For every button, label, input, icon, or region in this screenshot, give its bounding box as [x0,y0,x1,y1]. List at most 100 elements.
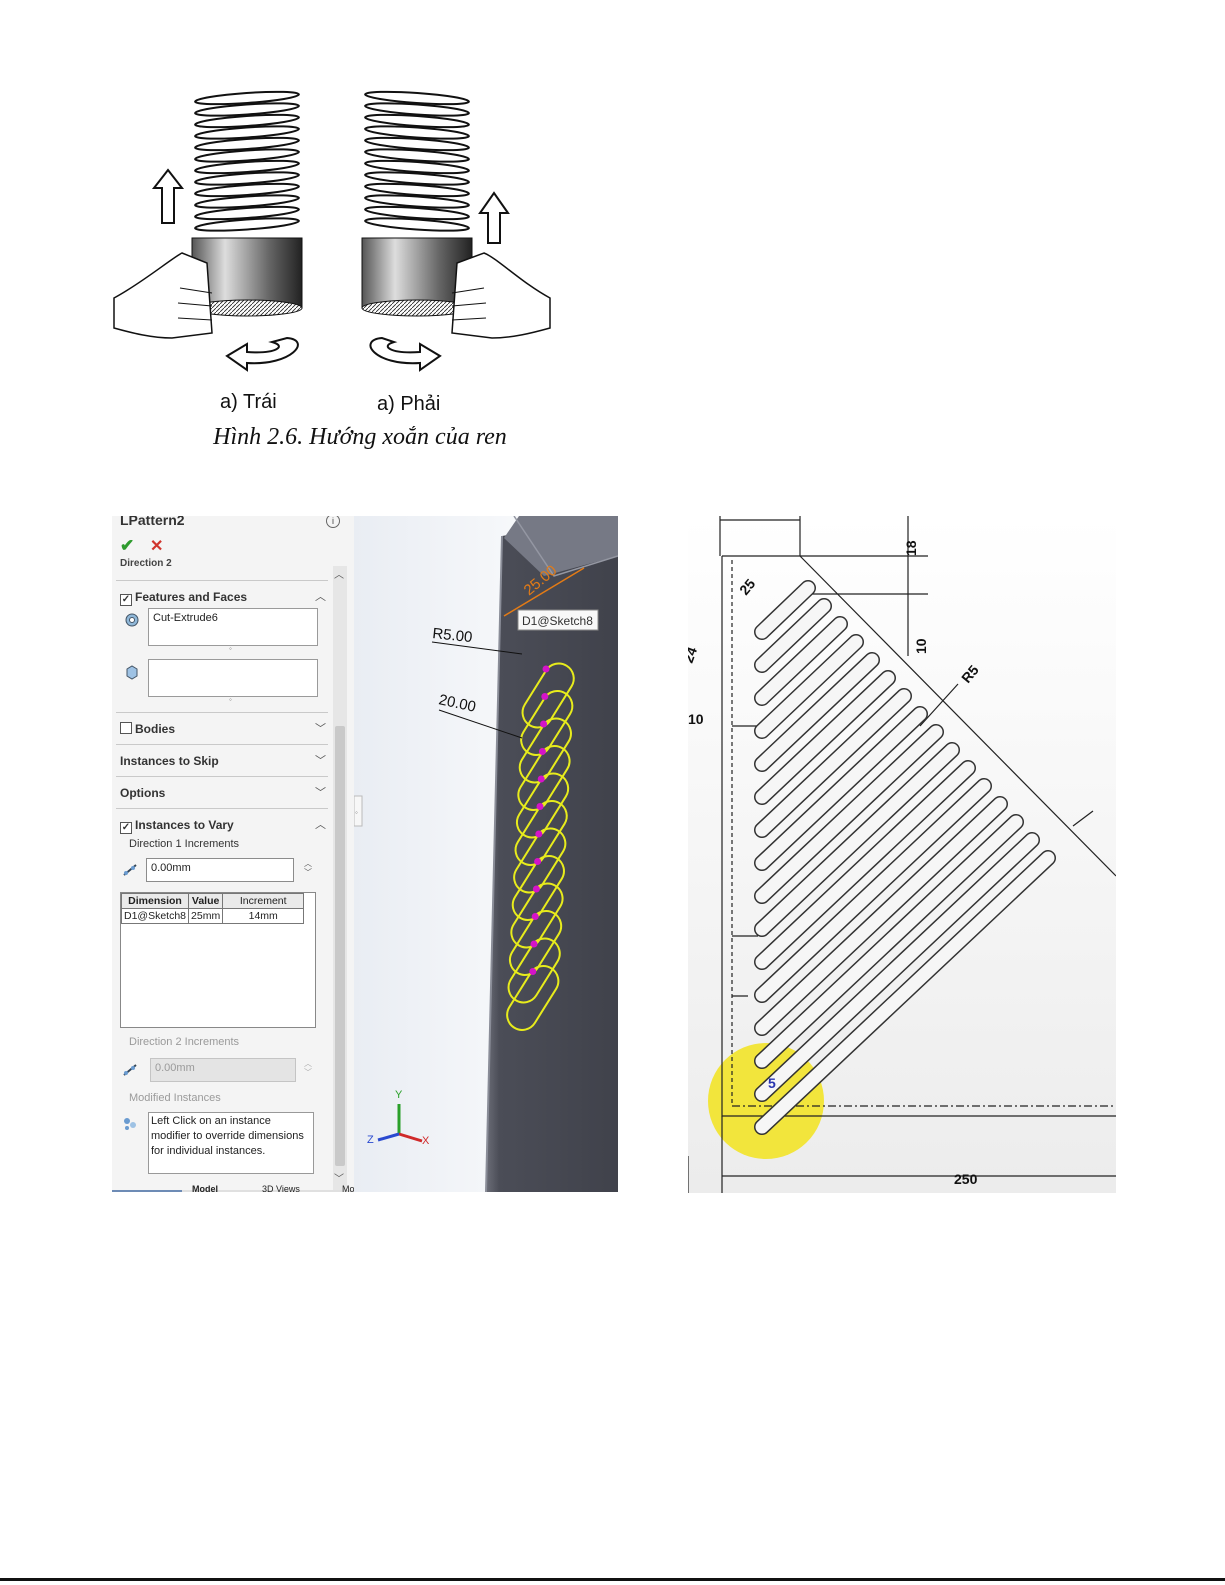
slot-instance [515,772,570,839]
slot-instance [520,690,574,756]
thread-crest [364,125,470,140]
vary-checkbox[interactable]: ✓ [120,822,132,834]
chevron-up-icon[interactable]: ︿ [315,591,326,603]
instance-marker [532,885,540,893]
tab-motion-study[interactable]: Motion Study 1 [342,1184,355,1192]
slot-instance [514,800,568,866]
table-header[interactable]: Dimension [120,893,190,909]
up-arrow-icon [151,168,185,224]
list-item[interactable]: Cut-Extrude6 [153,612,218,624]
thread-crest [194,171,300,186]
increments-table: Dimension Value Increment D1@Sketch8 25m… [120,893,305,924]
scroll-down-icon[interactable]: ﹀ [334,1174,344,1185]
dimension-tag[interactable] [517,609,599,631]
instance-marker [534,858,542,865]
slot-instance [517,745,571,811]
features-list[interactable]: Cut-Extrude6 [148,608,318,646]
tab-3d-views[interactable]: 3D Views [262,1184,300,1192]
bodies-label: Bodies [135,722,176,736]
dim-18-label: 18 [903,540,919,556]
tab-model[interactable]: Model [192,1184,218,1192]
resize-handle[interactable]: ◦ [229,644,232,653]
up-arrow-icon [478,191,510,244]
chevron-down-icon[interactable]: ﹀ [315,723,326,735]
features-checkbox[interactable]: ✓ [120,594,132,606]
scroll-up-icon[interactable]: ︿ [334,570,344,581]
info-icon[interactable]: i [326,516,340,528]
thread-crest [194,194,300,209]
thread-crest [194,182,300,198]
thread-crest [194,113,300,129]
instance-markers [529,665,550,975]
resize-handle[interactable]: ◦ [229,695,232,704]
section-options[interactable]: Options ﹀ [116,776,328,808]
figure-caption: Hình 2.6. Hướng xoắn của ren [213,424,507,450]
direction-header: Direction 2 [120,558,172,569]
section-bodies[interactable]: Bodies ﹀ [116,712,328,744]
instance-marker [529,968,537,975]
section-instances-to-vary[interactable]: ✓Instances to Vary ︿ [116,808,328,840]
table-header[interactable]: Value [188,893,224,909]
modified-instances-hint: Left Click on an instance modifier to ov… [148,1112,314,1174]
thread-crest [194,90,300,106]
instance-marker [541,693,549,700]
clockwise-arrow-icon [369,336,442,372]
3d-viewport[interactable]: ◦ 25.00 R5.00 20.00 D1@Sketch8 Y X Z [354,516,618,1192]
thread-crest [194,125,300,140]
chevron-down-icon[interactable]: ﹀ [315,755,326,767]
thread-crest [364,182,470,198]
property-manager-panel: LPattern2 i ✔ ✕ Direction 2 ✓Features an… [112,516,355,1192]
tab-active-strip[interactable] [112,1190,182,1192]
dim-r5-label[interactable]: R5.00 [432,625,474,646]
instance-marker [536,803,544,810]
svg-text:◦: ◦ [355,808,358,817]
features-label: Features and Faces [135,590,248,604]
feature-icon [125,613,139,627]
bodies-checkbox[interactable] [120,722,132,734]
slot-outlines [754,580,1056,1135]
direction2-increments-label: Direction 2 Increments [129,1036,240,1048]
modified-instances-label: Modified Instances [129,1092,221,1104]
instance-marker [530,940,538,948]
cancel-button[interactable]: ✕ [150,538,164,555]
left-hand-thread-screw [191,90,303,317]
dim-250-label: 250 [954,1171,978,1187]
direction1-increments-label: Direction 1 Increments [129,838,240,850]
instance-marker [531,913,539,920]
thread-crest [194,159,300,175]
section-instances-to-skip[interactable]: Instances to Skip ﹀ [116,744,328,776]
stepper-icon[interactable]: ︿﹀ [304,1059,312,1077]
dim-left-b-label: 10 [688,711,704,727]
thread-crest [194,148,300,163]
slot-instance [510,882,564,949]
label-right-hand: a) Phải [377,393,440,415]
scrollbar-thumb[interactable] [335,726,345,1166]
ok-button[interactable]: ✔ [120,536,135,555]
thread-crest [364,113,470,129]
slot-instance [513,827,567,894]
instances-icon [124,1118,136,1130]
section-features-and-faces[interactable]: ✓Features and Faces ︿ [116,580,328,612]
chevron-up-icon[interactable]: ︿ [315,819,326,831]
collapse-handle[interactable] [354,795,363,827]
chevron-down-icon[interactable]: ﹀ [315,787,326,799]
direction2-increment-input[interactable]: 0.00mm [150,1058,296,1082]
left-hand [113,252,213,339]
slot-instance [506,965,560,1031]
slot-instance [508,910,563,976]
thread-crest [194,102,300,117]
spacing-icon [123,864,137,876]
right-hand [451,252,551,339]
thread-crest [194,205,300,221]
counterclockwise-arrow-icon [225,336,299,372]
svg-text:Z: Z [367,1134,374,1146]
svg-text:X: X [422,1135,430,1147]
bottom-tabs: Model 3D Views Motion Study 1 [112,1184,354,1192]
table-header[interactable]: Increment [222,893,305,909]
direction1-increment-input[interactable]: 0.00mm [146,858,294,882]
stepper-icon[interactable]: ︿﹀ [304,859,312,877]
faces-list[interactable] [148,659,318,697]
table-row[interactable]: D1@Sketch8 25mm 14mm [120,908,305,924]
instance-marker [542,665,550,673]
slot-pattern [506,662,575,1031]
